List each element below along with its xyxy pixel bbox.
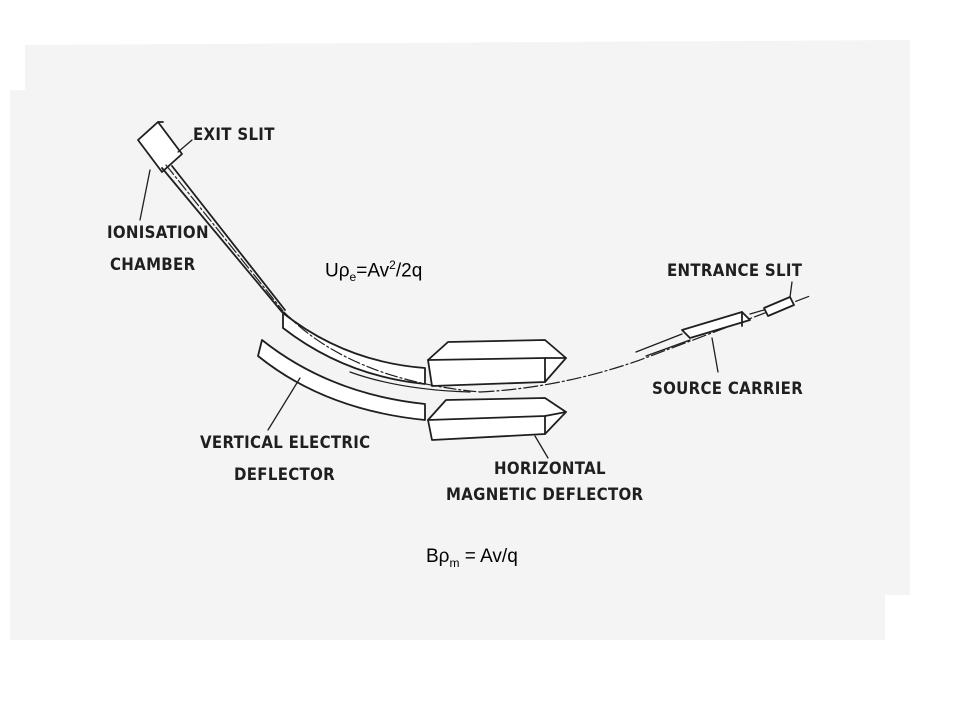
label-horizontal: HORIZONTAL [494,458,606,479]
eq-magnetic-base: Bρ [426,546,450,567]
eq-magnetic-tail: = Av/q [459,546,518,567]
eq-electric-sub: e [349,270,357,285]
entrance-slit [749,296,795,317]
label-deflector: DEFLECTOR [234,464,335,485]
vertical-deflector-leader [267,377,301,431]
eq-electric-mid: =Av [356,260,390,282]
chamber-leader [139,169,151,221]
eq-electric-base: Uρ [325,260,350,282]
eq-electric-sup: 2 [389,258,396,272]
label-magnetic-deflector: MAGNETIC DEFLECTOR [446,484,644,505]
source-carrier-leader [711,337,719,373]
eq-electric-tail: /2q [395,260,423,282]
label-chamber: CHAMBER [110,254,196,275]
label-vertical-electric: VERTICAL ELECTRIC [200,432,371,453]
upper-magnet-block [427,339,567,387]
electric-deflection-equation: Uρe=Av2/2q [325,258,422,284]
ion-beam [283,295,811,393]
label-ionisation: IONISATION [107,222,209,243]
label-exit-slit: EXIT SLIT [193,124,275,145]
label-source-carrier: SOURCE CARRIER [652,378,804,399]
magnetic-deflector-leader [534,435,549,459]
lower-magnet-block [427,397,567,441]
source-carrier [635,311,751,357]
lower-electric-plate [257,339,426,421]
magnetic-deflection-equation: Bρm = Av/q [426,546,518,570]
ionisation-chamber [137,121,183,173]
scanned-paper [10,40,910,640]
eq-magnetic-sub: m [449,555,460,570]
exit-beam [161,164,286,313]
label-entrance-slit: ENTRANCE SLIT [667,260,803,281]
entrance-slit-leader [789,281,793,298]
exit-slit-leader [177,139,193,153]
